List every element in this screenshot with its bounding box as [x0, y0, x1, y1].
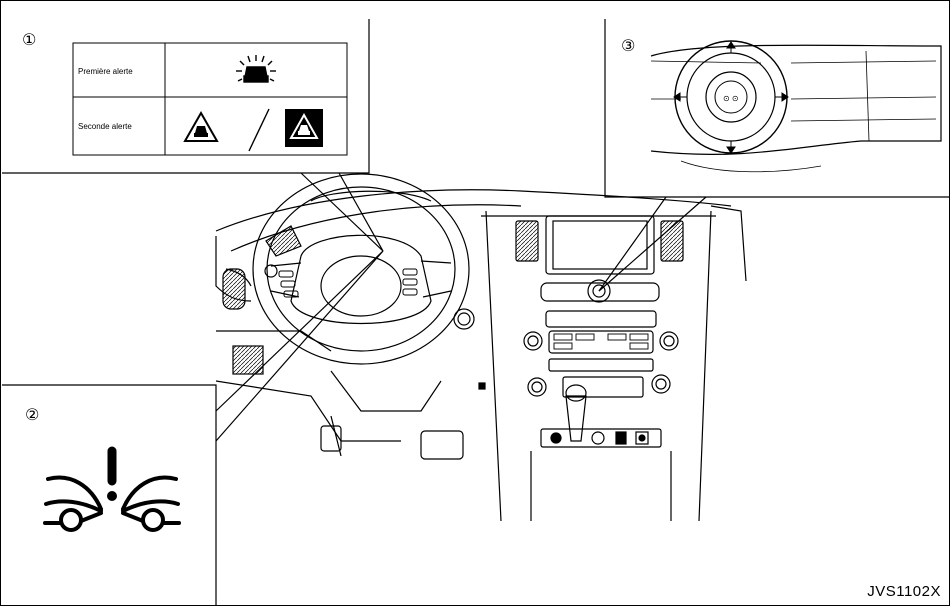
svg-text:⊙ ⊙: ⊙ ⊙: [723, 94, 739, 103]
callout-2-panel: ②: [2, 384, 217, 605]
flashing-car-warning-icon: [236, 55, 276, 83]
callout-2-number: ②: [25, 405, 39, 424]
callout-3-number: ③: [621, 36, 635, 55]
figure-code: JVS1102X: [867, 583, 941, 600]
callout-1-panel: ① Première alerte Seconde alerte: [2, 19, 370, 174]
first-alert-label: Première alerte: [78, 67, 133, 76]
second-alert-label: Seconde alerte: [78, 122, 132, 131]
callout-1-number: ①: [22, 30, 36, 49]
collision-warning-icon: [43, 446, 181, 532]
dashboard-illustration: [215, 173, 747, 522]
multi-function-controller: ⊙ ⊙: [673, 40, 789, 154]
leader-lines: [215, 172, 707, 442]
callout-3-panel: ③ ⊙ ⊙: [604, 19, 949, 198]
inverted-triangle-car-warning-icon: [285, 109, 323, 147]
triangle-car-warning-icon: [183, 110, 219, 142]
